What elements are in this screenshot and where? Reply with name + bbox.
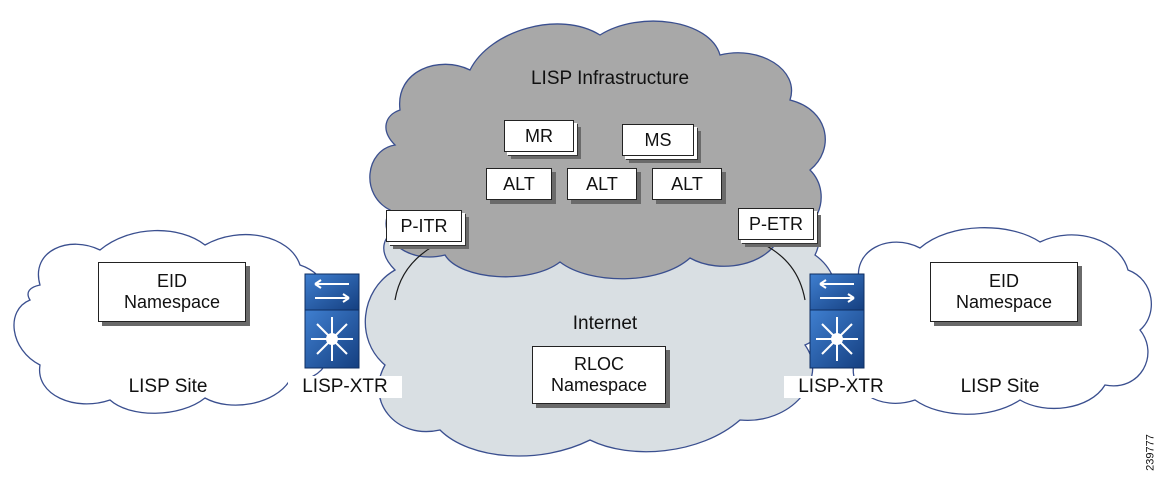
alt-box-2: ALT [567,168,637,200]
alt-box-1: ALT [486,168,552,200]
figure-id: 239777 [1144,434,1157,471]
right-xtr-switch-icon [809,273,865,369]
alt-box-3: ALT [652,168,722,200]
left-xtr-label: LISP-XTR [288,376,402,399]
right-xtr-label: LISP-XTR [784,376,898,399]
left-xtr-switch-icon [304,273,360,369]
p-itr-box: P-ITR [386,210,462,242]
p-etr-box: P-ETR [738,208,814,240]
infrastructure-title: LISP Infrastructure [530,68,690,89]
left-eid-namespace-box: EID Namespace [98,262,246,322]
right-site-label: LISP Site [960,376,1040,397]
left-site-label: LISP Site [128,376,208,397]
internet-title: Internet [572,313,638,334]
mr-box: MR [504,120,574,152]
right-eid-namespace-box: EID Namespace [930,262,1078,322]
ms-box: MS [622,124,694,156]
right-xtr-to-p-etr-line [764,244,806,301]
rloc-namespace-box: RLOC Namespace [532,346,666,404]
